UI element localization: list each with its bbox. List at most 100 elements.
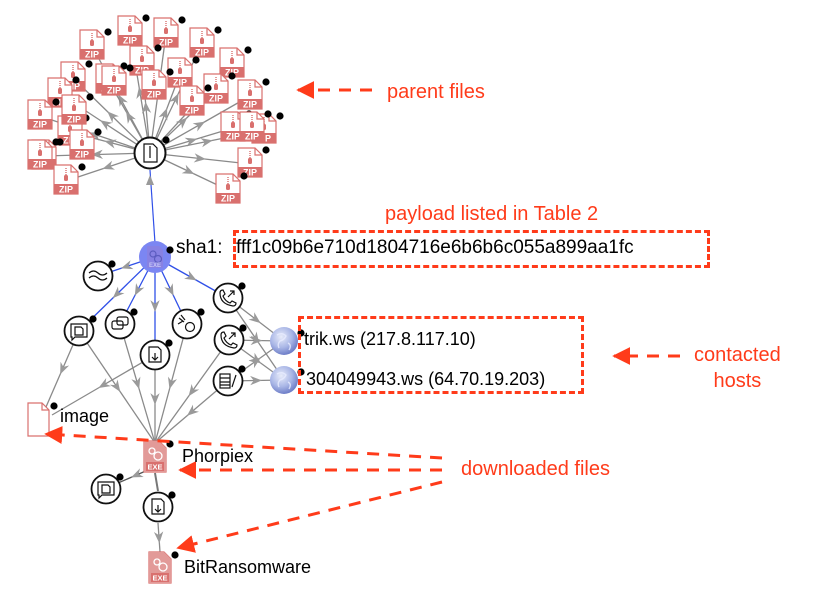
globe-continents (276, 372, 291, 390)
parent-zip-file[interactable]: ZIP (53, 164, 79, 195)
host-label-304049943[interactable]: 304049943.ws (64.70.19.203) (306, 369, 546, 389)
file-fold (196, 86, 204, 94)
zip-label: ZIP (159, 38, 173, 48)
file-label-phorpiex[interactable]: Phorpiex (182, 446, 254, 466)
parent-zip-file[interactable]: ZIP (141, 69, 167, 100)
exe-band (146, 462, 164, 471)
parent-zip-file[interactable]: ZIP (61, 94, 87, 125)
zipper-pull-icon (178, 68, 182, 74)
zipper-pull-icon (71, 72, 75, 78)
zip-hub-node[interactable] (133, 136, 167, 170)
download-arrow (151, 353, 159, 361)
parent-zip-file[interactable]: ZIP (27, 139, 53, 170)
zip-band (70, 149, 94, 159)
zip-label: ZIP (59, 185, 73, 195)
exe-label: EXE (152, 574, 167, 583)
behavior-node-download[interactable] (139, 339, 171, 371)
parent-zip-file[interactable]: ZIP (237, 147, 263, 178)
parent-zip-file[interactable]: ZIP (239, 111, 265, 142)
host-node-1[interactable] (270, 327, 298, 355)
parent-zip-file[interactable]: ZIP (101, 65, 127, 96)
edge-phorpiex-to-download (154, 472, 159, 492)
parent-zip-file[interactable]: ZIP (203, 73, 229, 104)
behavior-node-process[interactable] (171, 308, 203, 340)
behavior-node-document[interactable] (63, 315, 95, 347)
node-badge-dot (166, 246, 174, 254)
parent-zip-file[interactable]: ZIP (117, 15, 143, 46)
behavior-node-phorpiex-document[interactable] (90, 473, 122, 505)
parent-zip-file[interactable]: ZIP (153, 17, 179, 48)
zip-label: ZIP (173, 78, 187, 88)
outgoing-arrow (228, 332, 236, 340)
annotation-downloaded-files: downloaded files (461, 458, 610, 480)
zip-label: ZIP (147, 90, 161, 100)
zip-label: ZIP (53, 98, 67, 108)
sample-hash[interactable]: fff1c09b6e710d1804716e6b6b6c055a899aa1fc (236, 237, 634, 258)
node-ring (212, 282, 244, 314)
file-fold (254, 148, 262, 156)
zip-band (80, 49, 104, 59)
host-label-trik[interactable]: trik.ws (217.8.117.10) (304, 329, 476, 349)
arrow-to-bitransomware (176, 480, 443, 553)
gear-icon (149, 250, 157, 258)
node-badge-dot (228, 72, 236, 80)
behavior-node-server[interactable] (212, 365, 244, 397)
phone-outgoing-icon (219, 289, 237, 307)
file-download-icon (151, 498, 165, 515)
parent-zip-file[interactable]: ZIP (167, 57, 193, 88)
file-fold (256, 112, 264, 120)
parent-zip-file[interactable]: ZIP (27, 99, 53, 130)
zip-band (118, 35, 142, 45)
zipper-pull-icon (80, 140, 84, 146)
sample-exe-node[interactable]: EXE (139, 241, 171, 273)
parent-zip-file[interactable]: ZIP (179, 85, 205, 116)
zip-band (240, 131, 264, 141)
downloaded-file-phorpiex[interactable]: EXE (143, 440, 167, 473)
gear-large (158, 562, 168, 572)
file-label-bitransomware[interactable]: BitRansomware (184, 557, 312, 577)
behavior-node-phone-1[interactable] (212, 282, 244, 314)
zip-label: ZIP (185, 106, 199, 116)
parent-zip-file[interactable]: ZIP (69, 129, 95, 160)
exe-label: EXE (149, 263, 161, 269)
zip-band (204, 93, 228, 103)
parent-zip-file[interactable]: ZIP (189, 27, 215, 58)
behavior-node-wave[interactable] (82, 260, 114, 292)
zipper-pull-icon (90, 40, 94, 46)
downloaded-file-image[interactable] (27, 402, 50, 437)
behavior-node-chat[interactable] (104, 308, 136, 340)
zip-band (54, 184, 78, 194)
node-badge-dot (52, 98, 60, 106)
edge-behavior-to-phorpiex (119, 323, 156, 444)
file-label-image[interactable]: image (60, 406, 110, 426)
node-ring (63, 315, 95, 347)
zipper-pull-icon (64, 175, 68, 181)
zip-band (168, 77, 192, 87)
behavior-node-phone-2[interactable] (213, 324, 245, 356)
globe-icon (270, 366, 298, 394)
document-icon (74, 326, 84, 336)
bug-legs (177, 314, 186, 325)
document-chat-icon (97, 481, 115, 500)
node-badge-dot (262, 146, 270, 154)
file-fold (184, 58, 192, 66)
file-fold (170, 18, 178, 26)
node-badge-dot (264, 110, 272, 118)
zip-label: ZIP (243, 168, 257, 178)
edge-behavior-to-image (51, 354, 156, 416)
host-node-2[interactable] (270, 366, 298, 394)
node-badge-dot (94, 128, 102, 136)
downloaded-file-bitransomware[interactable]: EXE (148, 551, 172, 584)
zip-label: ZIP (123, 36, 137, 46)
node-badge-dot (239, 324, 247, 332)
parent-zip-file[interactable]: ZIP (215, 173, 241, 204)
parent-zip-file[interactable]: ZIP (237, 79, 263, 110)
sample-label[interactable]: sha1: (176, 238, 222, 257)
file-fold (77, 62, 85, 70)
behavior-node-phorpiex-download[interactable] (142, 491, 174, 523)
node-badge-dot (50, 402, 58, 410)
node-badge-dot (171, 551, 179, 559)
zip-label: ZIP (221, 194, 235, 204)
parent-zip-file[interactable]: ZIP (79, 29, 105, 60)
node-badge-dot (108, 260, 116, 268)
